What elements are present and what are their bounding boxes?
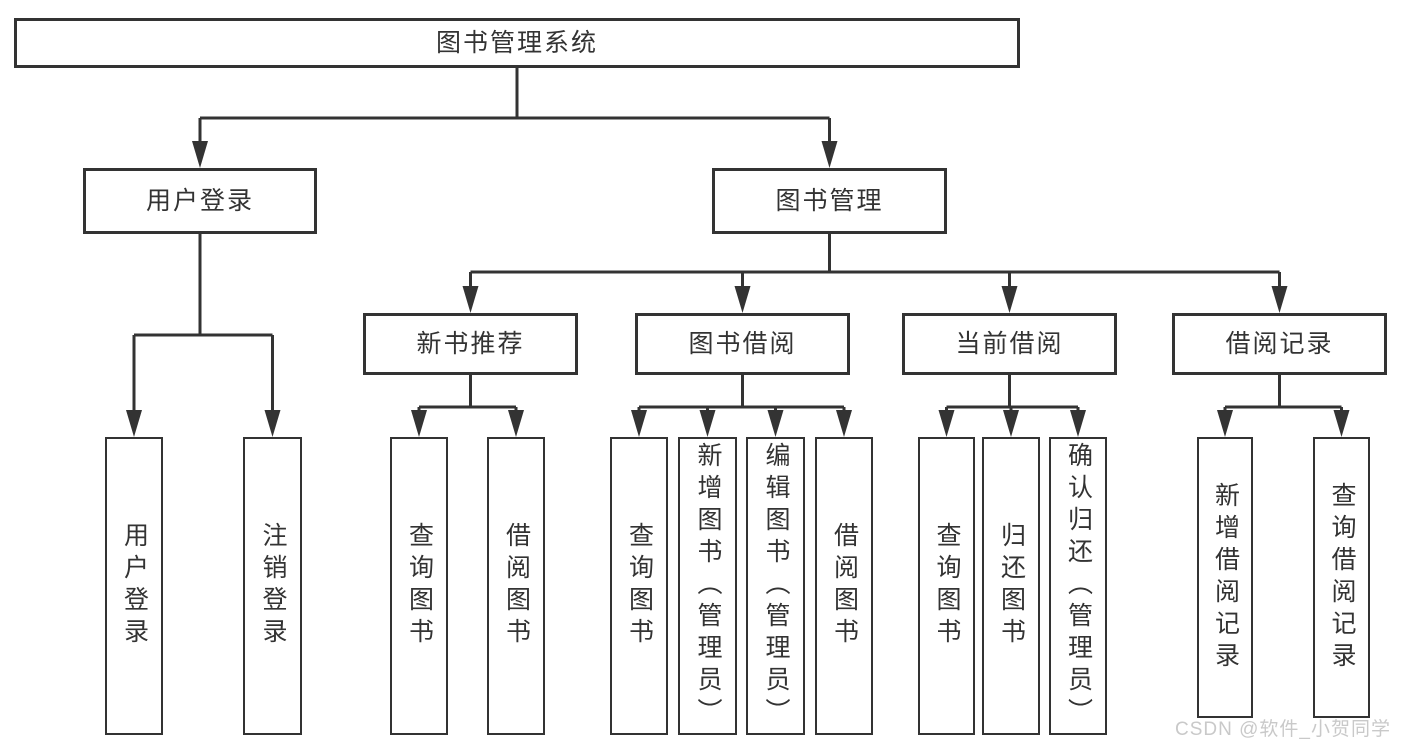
node-label-br-query: 查询借阅记录 bbox=[1328, 481, 1356, 674]
node-root: 图书管理系统 bbox=[14, 18, 1020, 68]
arrowhead-icon bbox=[699, 410, 716, 437]
node-label-bb-add: 新增图书（管理员） bbox=[694, 442, 722, 730]
arrowhead-icon bbox=[1003, 410, 1019, 437]
node-bb-add: 新增图书（管理员） bbox=[678, 437, 737, 735]
node-label-new-books: 新书推荐 bbox=[416, 329, 525, 358]
node-current-borrow: 当前借阅 bbox=[902, 313, 1117, 375]
node-label-cb-confirm: 确认归还（管理员） bbox=[1064, 442, 1093, 730]
node-new-books: 新书推荐 bbox=[363, 313, 578, 375]
node-label-borrow-records: 借阅记录 bbox=[1225, 329, 1334, 358]
arrowhead-icon bbox=[734, 286, 751, 313]
node-login: 用户登录 bbox=[83, 168, 317, 234]
node-label-user-login: 用户登录 bbox=[120, 522, 149, 650]
node-cb-return: 归还图书 bbox=[982, 437, 1040, 735]
node-bb-query: 查询图书 bbox=[610, 437, 668, 735]
node-label-bb-borrow: 借阅图书 bbox=[830, 522, 859, 650]
arrowhead-icon bbox=[631, 410, 647, 437]
arrowhead-icon bbox=[508, 410, 524, 437]
arrowhead-icon bbox=[1070, 410, 1086, 437]
arrowhead-icon bbox=[767, 410, 784, 437]
arrowhead-icon bbox=[1217, 410, 1233, 437]
arrowhead-icon bbox=[192, 141, 208, 168]
node-logout: 注销登录 bbox=[243, 437, 302, 735]
node-label-br-add: 新增借阅记录 bbox=[1211, 481, 1240, 674]
node-book-borrow: 图书借阅 bbox=[635, 313, 850, 375]
node-bb-borrow: 借阅图书 bbox=[815, 437, 873, 735]
arrowhead-icon bbox=[821, 141, 838, 168]
node-br-query: 查询借阅记录 bbox=[1313, 437, 1370, 718]
node-cb-query: 查询图书 bbox=[918, 437, 975, 735]
node-user-login: 用户登录 bbox=[105, 437, 163, 735]
arrowhead-icon bbox=[411, 410, 427, 437]
arrowhead-icon bbox=[1001, 286, 1018, 313]
node-borrow-records: 借阅记录 bbox=[1172, 313, 1387, 375]
node-label-root: 图书管理系统 bbox=[435, 28, 598, 57]
node-mgmt: 图书管理 bbox=[712, 168, 947, 234]
arrowhead-icon bbox=[1271, 286, 1288, 313]
arrowhead-icon bbox=[126, 410, 142, 437]
watermark: CSDN @软件_小贺同学 bbox=[1175, 719, 1391, 740]
node-label-logout: 注销登录 bbox=[259, 522, 287, 650]
node-cb-confirm: 确认归还（管理员） bbox=[1049, 437, 1107, 735]
node-label-cb-query: 查询图书 bbox=[933, 522, 961, 650]
node-label-rec-query: 查询图书 bbox=[405, 522, 434, 650]
node-label-book-borrow: 图书借阅 bbox=[688, 329, 797, 358]
node-rec-query: 查询图书 bbox=[390, 437, 448, 735]
arrowhead-icon bbox=[938, 410, 955, 437]
node-label-bb-edit: 编辑图书（管理员） bbox=[762, 442, 790, 730]
node-label-rec-borrow: 借阅图书 bbox=[502, 522, 531, 650]
node-label-cb-return: 归还图书 bbox=[997, 522, 1026, 650]
node-label-bb-query: 查询图书 bbox=[625, 522, 654, 650]
arrowhead-icon bbox=[462, 286, 479, 313]
node-rec-borrow: 借阅图书 bbox=[487, 437, 545, 735]
arrowhead-icon bbox=[264, 410, 281, 437]
node-label-mgmt: 图书管理 bbox=[775, 186, 884, 215]
node-label-current-borrow: 当前借阅 bbox=[955, 329, 1064, 358]
node-label-login: 用户登录 bbox=[145, 186, 254, 215]
arrowhead-icon bbox=[836, 410, 852, 437]
node-br-add: 新增借阅记录 bbox=[1197, 437, 1253, 718]
arrowhead-icon bbox=[1333, 410, 1350, 437]
node-bb-edit: 编辑图书（管理员） bbox=[746, 437, 805, 735]
